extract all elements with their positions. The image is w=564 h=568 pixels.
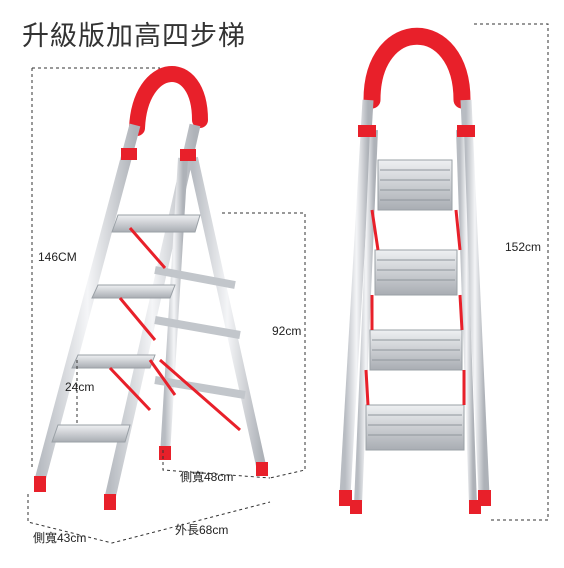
back-rail-right <box>188 156 267 472</box>
step-3 <box>374 249 458 296</box>
hinge <box>180 149 196 161</box>
dimension-lines-right <box>474 23 549 521</box>
step-4 <box>377 159 453 211</box>
step-4 <box>111 214 201 233</box>
right-ladder <box>339 27 491 514</box>
side-width-top-label: 側寬48cm <box>180 470 234 484</box>
platform-height-label: 92cm <box>272 324 302 338</box>
hinge <box>121 148 137 160</box>
foot <box>34 476 46 492</box>
side-width-bottom-label: 側寬43cm <box>33 531 87 545</box>
foot <box>159 446 171 460</box>
step-1 <box>365 404 465 451</box>
handle-grip <box>363 27 471 109</box>
left-ladder <box>34 66 268 510</box>
page-title: 升級版加高四步梯 <box>22 21 246 52</box>
handle-grip <box>129 66 208 136</box>
step-spacing-label: 24cm <box>65 380 95 394</box>
foot <box>104 494 116 510</box>
outer-length-label: 外長68cm <box>175 523 229 537</box>
height-label-left: 146CM <box>38 250 77 264</box>
dimension-lines-left <box>27 67 306 544</box>
step-3 <box>91 284 176 299</box>
step-1 <box>51 424 131 443</box>
foot <box>256 462 268 476</box>
height-label-right: 152cm <box>505 240 542 254</box>
step-2 <box>71 354 156 369</box>
back-rail-left <box>160 157 188 456</box>
front-rail-left <box>34 123 141 482</box>
support-brace <box>108 227 241 432</box>
